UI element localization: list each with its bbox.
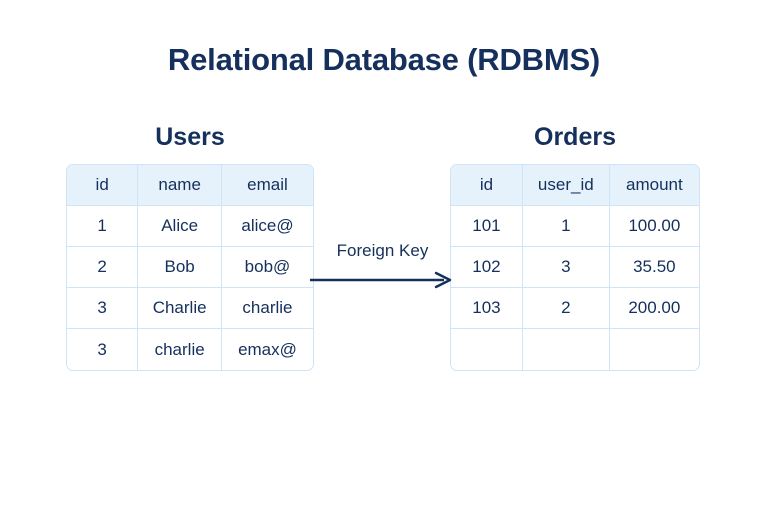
cell-user-id: 1 [522, 206, 610, 247]
cell-email: bob@ [221, 247, 313, 288]
cell-name: Alice [138, 206, 222, 247]
cell-id: 101 [451, 206, 523, 247]
orders-table-block: Orders id user_id amount 101 1 100.00 10… [450, 122, 700, 371]
cell-amount: 200.00 [609, 288, 699, 329]
cell-id: 3 [67, 288, 139, 329]
cell-name: Charlie [138, 288, 222, 329]
foreign-key-annotation: Foreign Key [310, 240, 455, 295]
table-row: 101 1 100.00 [451, 206, 699, 247]
column-header-amount: amount [609, 165, 699, 206]
cell-user-id: 3 [522, 247, 610, 288]
orders-table-heading: Orders [534, 123, 616, 151]
cell-id: 1 [67, 206, 139, 247]
column-header-id: id [67, 165, 139, 206]
cell-name: Bob [138, 247, 222, 288]
users-table-heading: Users [155, 123, 225, 151]
column-header-id: id [451, 165, 523, 206]
table-row: 2 Bob bob@ [67, 247, 313, 288]
table-row-empty [451, 329, 699, 370]
cell-email: alice@ [221, 206, 313, 247]
table-row: 1 Alice alice@ [67, 206, 313, 247]
foreign-key-label: Foreign Key [336, 241, 429, 260]
cell-user-id: 2 [522, 288, 610, 329]
orders-table: id user_id amount 101 1 100.00 102 3 35.… [450, 164, 700, 371]
table-row: 3 Charlie charlie [67, 288, 313, 329]
table-header-row: id name email [67, 165, 313, 206]
cell-amount [610, 329, 699, 370]
cell-amount: 100.00 [609, 206, 699, 247]
cell-email: charlie [221, 288, 313, 329]
page-title: Relational Database (RDBMS) [167, 42, 601, 77]
cell-id [451, 329, 523, 370]
cell-id: 3 [67, 329, 139, 370]
cell-name: charlie [138, 329, 222, 370]
table-row: 103 2 200.00 [451, 288, 699, 329]
cell-id: 102 [451, 247, 523, 288]
users-table-block: Users id name email 1 Alice alice@ 2 Bob… [66, 122, 314, 371]
table-row: 3 charlie emax@ [67, 329, 313, 370]
cell-id: 103 [451, 288, 523, 329]
cell-amount: 35.50 [609, 247, 699, 288]
column-header-email: email [221, 165, 313, 206]
arrow-right-icon [310, 271, 452, 289]
column-header-user-id: user_id [522, 165, 610, 206]
users-table: id name email 1 Alice alice@ 2 Bob bob@ … [66, 164, 314, 371]
cell-id: 2 [67, 247, 139, 288]
cell-email: emax@ [238, 339, 297, 359]
cell-user-id [523, 329, 610, 370]
table-header-row: id user_id amount [451, 165, 699, 206]
column-header-name: name [138, 165, 222, 206]
table-row: 102 3 35.50 [451, 247, 699, 288]
